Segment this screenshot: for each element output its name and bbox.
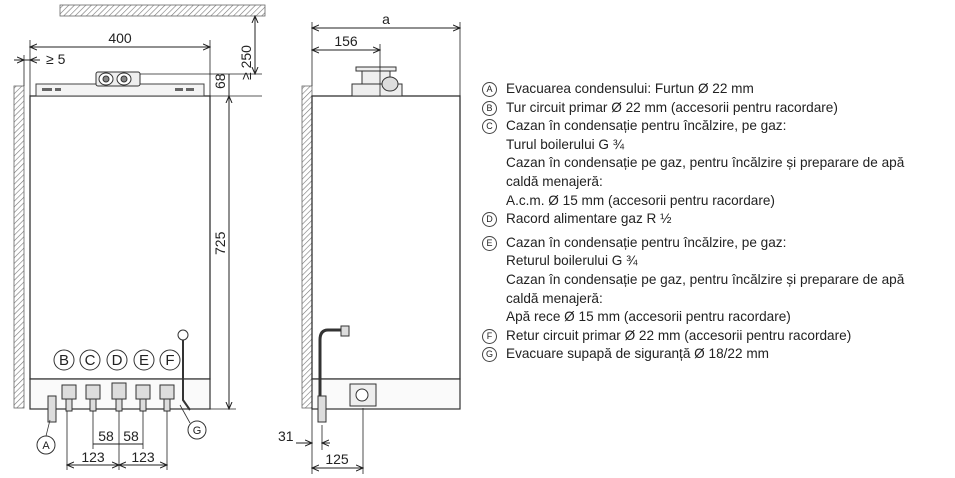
dim-min-250: ≥ 250 (238, 45, 254, 80)
legend-item-b: B Tur circuit primar Ø 22 mm (accesorii … (482, 99, 952, 118)
dim-725: 725 (212, 231, 228, 255)
wall-hatch (13, 85, 25, 409)
dim-58-left: 58 (98, 428, 114, 444)
legend-item-a: A Evacuarea condensului: Furtun Ø 22 mm (482, 80, 952, 99)
dim-125: 125 (325, 451, 349, 467)
legend-item-e: E Cazan în condensație pentru încălzire,… (482, 234, 952, 327)
legend-text: Apă rece Ø 15 mm (accesorii pentru racor… (506, 309, 791, 325)
front-view: 400 ≥ 5 ≥ 250 68 725 B C D E F A G (13, 4, 266, 470)
callout-f: F (165, 352, 174, 369)
legend-text: Retur circuit primar Ø 22 mm (accesorii … (506, 327, 852, 343)
flue-adapter (95, 71, 141, 87)
legend: A Evacuarea condensului: Furtun Ø 22 mm … (482, 80, 952, 364)
callouts-front (36, 349, 207, 455)
boiler-side-body (311, 95, 461, 380)
legend-text: Racord alimentare gaz R ½ (506, 211, 672, 227)
callout-g: G (193, 425, 202, 437)
legend-badge-f: F (482, 328, 497, 344)
legend-text: Turul boilerului G ¾ (506, 136, 625, 152)
legend-text: A.c.m. Ø 15 mm (accesorii pentru racorda… (506, 192, 775, 208)
dim-a: a (382, 11, 390, 27)
side-wall-hatch (301, 85, 313, 409)
legend-text: Cazan în condensație pentru încălzire, p… (506, 118, 787, 134)
legend-text: Tur circuit primar Ø 22 mm (accesorii pe… (506, 99, 838, 115)
legend-badge-e: E (482, 235, 497, 251)
legend-text: caldă menajeră: (506, 173, 603, 189)
side-view: a 156 31 125 (278, 11, 460, 474)
legend-text: Cazan în condensație pe gaz, pentru încă… (506, 155, 905, 171)
side-flue-adapter (351, 66, 403, 97)
legend-text: Cazan în condensație pentru încălzire, p… (506, 234, 787, 250)
callout-d: D (112, 352, 123, 369)
dim-min-5: ≥ 5 (46, 51, 66, 67)
dim-123-right: 123 (131, 449, 155, 465)
dim-400: 400 (108, 30, 132, 46)
dim-68: 68 (212, 73, 228, 89)
dim-58-right: 58 (123, 428, 139, 444)
legend-text: Evacuare supapă de siguranță Ø 18/22 mm (506, 346, 769, 362)
legend-item-d: D Racord alimentare gaz R ½ (482, 210, 952, 229)
dim-31: 31 (278, 428, 294, 444)
callout-a: A (42, 440, 50, 452)
dim-123-left: 123 (81, 449, 105, 465)
side-pipe (318, 328, 343, 400)
boiler-side-bottom (311, 378, 461, 410)
legend-item-c: C Cazan în condensație pentru încălzire,… (482, 117, 952, 210)
callout-b: B (59, 352, 69, 369)
legend-badge-c: C (482, 119, 497, 135)
legend-item-g: G Evacuare supapă de siguranță Ø 18/22 m… (482, 345, 952, 364)
legend-badge-g: G (482, 347, 497, 363)
ceiling-hatch (59, 4, 266, 17)
top-vents (42, 88, 194, 91)
legend-text: Evacuarea condensului: Furtun Ø 22 mm (506, 81, 754, 96)
legend-text: Cazan în condensație pe gaz, pentru încă… (506, 271, 905, 287)
legend-badge-d: D (482, 212, 497, 228)
legend-badge-a: A (482, 82, 497, 97)
legend-item-f: F Retur circuit primar Ø 22 mm (accesori… (482, 327, 952, 346)
legend-text: caldă menajeră: (506, 290, 603, 306)
legend-badge-b: B (482, 100, 497, 116)
callout-e: E (139, 352, 149, 369)
legend-text: Returul boilerului G ¾ (506, 253, 638, 269)
dim-156: 156 (334, 33, 358, 49)
callout-c: C (85, 352, 96, 369)
